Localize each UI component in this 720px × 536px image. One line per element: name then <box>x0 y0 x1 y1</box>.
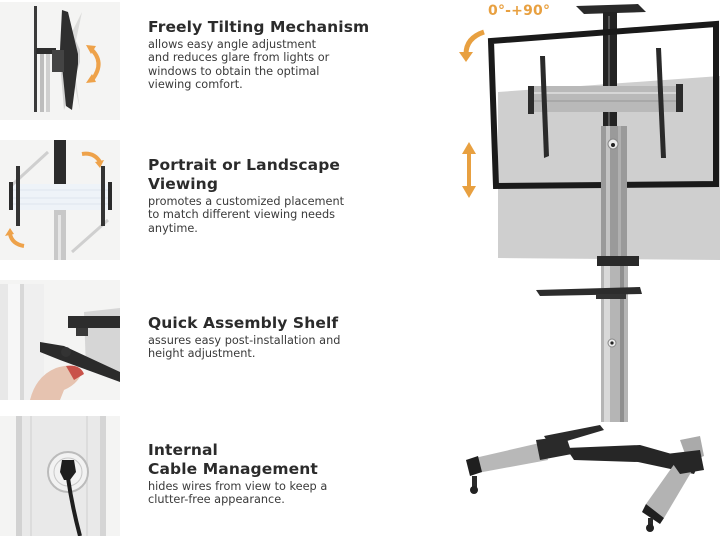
rotation-image <box>0 140 120 260</box>
feature-title: Internal Cable Management <box>148 441 318 478</box>
feature-description: allows easy angle adjustment and reduces… <box>148 38 330 92</box>
rotation-icon <box>0 140 120 260</box>
feature-description: assures easy post-installation and heigh… <box>148 334 341 361</box>
shelf-assembly-icon <box>0 280 120 400</box>
feature-internal-cable-management: Internal Cable Management hides wires fr… <box>148 441 408 507</box>
rotation-angle-label: 0°-+90° <box>488 3 551 19</box>
feature-description: promotes a customized placement to match… <box>148 195 345 235</box>
cable-management-image <box>0 416 120 536</box>
feature-portrait-landscape: Portrait or Landscape Viewing promotes a… <box>148 156 408 235</box>
feature-tilting: Freely Tilting Mechanism allows easy ang… <box>148 18 408 92</box>
feature-quick-assembly-shelf: Quick Assembly Shelf assures easy post-i… <box>148 314 408 361</box>
cable-management-icon <box>0 416 120 536</box>
feature-title: Freely Tilting Mechanism <box>148 18 370 36</box>
feature-description: hides wires from view to keep a clutter-… <box>148 480 328 507</box>
shelf-assembly-image <box>0 280 120 400</box>
feature-title: Portrait or Landscape Viewing <box>148 156 341 193</box>
tv-cart-icon <box>459 4 720 532</box>
tilt-mechanism-icon <box>0 2 120 120</box>
tilt-mechanism-image <box>0 2 120 120</box>
tv-stand-product-image <box>440 0 720 536</box>
feature-title: Quick Assembly Shelf <box>148 314 339 332</box>
